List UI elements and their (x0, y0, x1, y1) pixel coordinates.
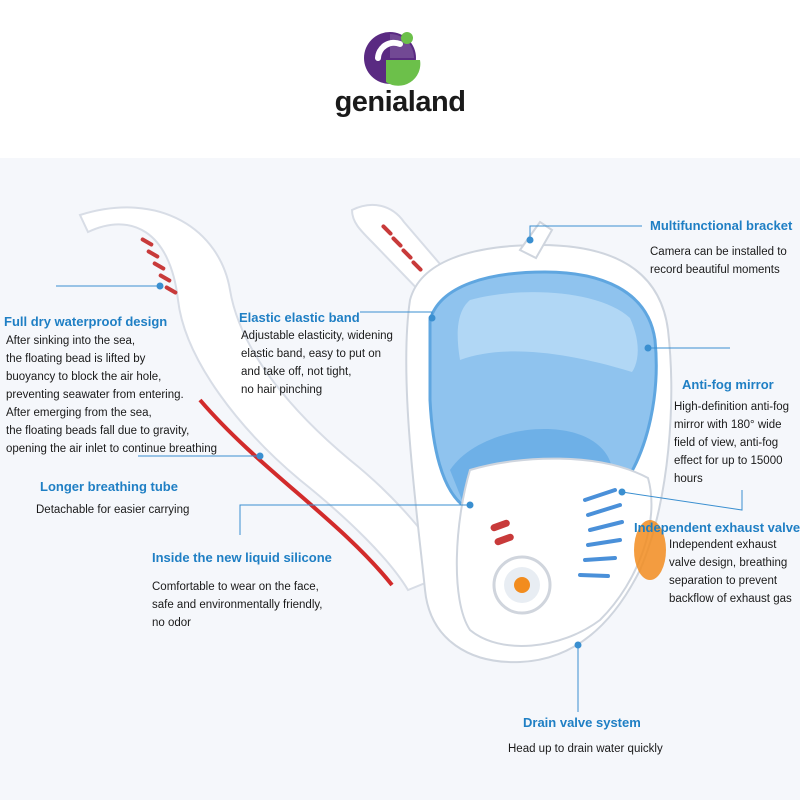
exhaust-desc: Independent exhaust valve design, breath… (669, 539, 792, 605)
bracket-desc: Camera can be installed to record beauti… (650, 246, 787, 276)
tube-dot (256, 452, 264, 460)
antifog-desc: High-definition anti-fog mirror with 180… (674, 401, 790, 485)
exhaust-dot (618, 488, 626, 496)
tube-desc: Detachable for easier carrying (36, 504, 190, 516)
exhaust-valve-icon (634, 520, 666, 580)
silicone-title: Inside the new liquid silicone (152, 550, 332, 565)
band-desc: Adjustable elasticity, widening elastic … (241, 330, 393, 396)
snorkel-mask-image (78, 203, 673, 664)
band-dot (428, 314, 436, 322)
tube-title: Longer breathing tube (40, 479, 178, 494)
drain-desc: Head up to drain water quickly (508, 743, 663, 755)
dry-design-desc: After sinking into the sea, the floating… (6, 335, 217, 455)
antifog-title: Anti-fog mirror (682, 377, 774, 392)
drain-title: Drain valve system (523, 715, 641, 730)
antifog-dot (644, 344, 652, 352)
dry-design-title: Full dry waterproof design (4, 314, 168, 329)
bracket-dot (526, 236, 534, 244)
silicone-desc: Comfortable to wear on the face, safe an… (152, 581, 323, 629)
brand-name: genialand (334, 86, 466, 118)
bracket-title: Multifunctional bracket (650, 218, 793, 233)
band-title: Elastic elastic band (239, 310, 360, 325)
exhaust-title: Independent exhaust valve (634, 520, 800, 535)
silicone-dot (466, 501, 474, 509)
drain-dot (574, 641, 582, 649)
genialand-logo-icon (364, 32, 421, 86)
dry-design-dot (156, 282, 164, 290)
